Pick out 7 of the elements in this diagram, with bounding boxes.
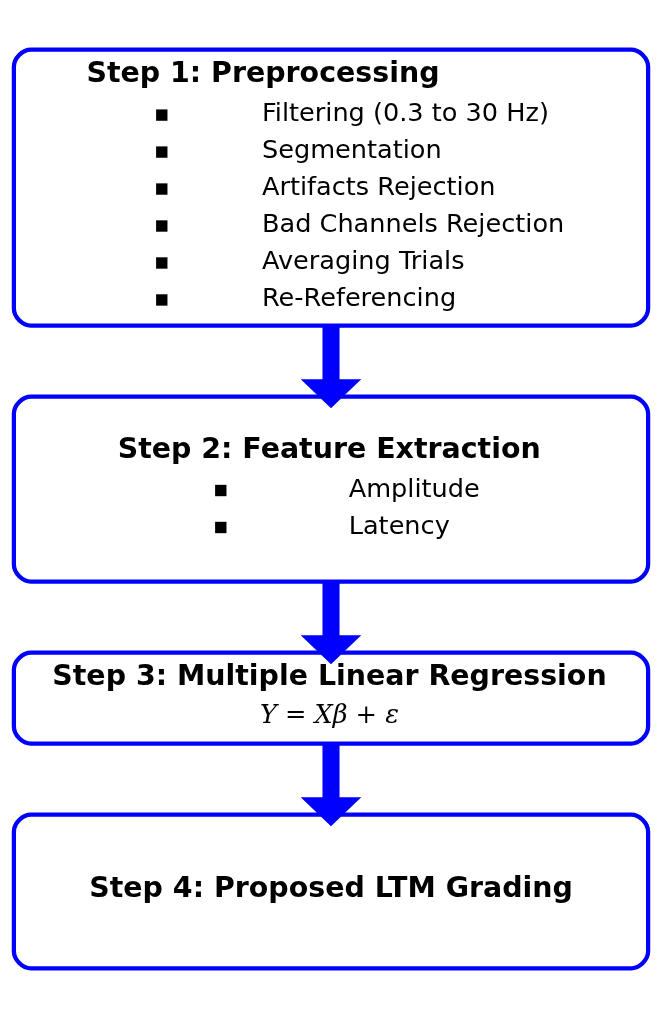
node-box: Step 3: Multiple Linear Regression Y = Xβ + ε <box>11 650 651 746</box>
arrow <box>300 743 362 827</box>
arrow <box>300 581 362 665</box>
node-box: Step 4: Proposed LTM Grading <box>11 812 651 971</box>
node-box: Step 1: Preprocessing Filtering (0.3 to 30 Hz) Segmentation Artifacts Rejection Bad Channels Rejection Averaging Trials Re-Referencing <box>11 47 651 328</box>
node-box: Step 2: Feature Extraction Amplitude Latency <box>11 394 651 584</box>
arrow <box>300 325 362 409</box>
